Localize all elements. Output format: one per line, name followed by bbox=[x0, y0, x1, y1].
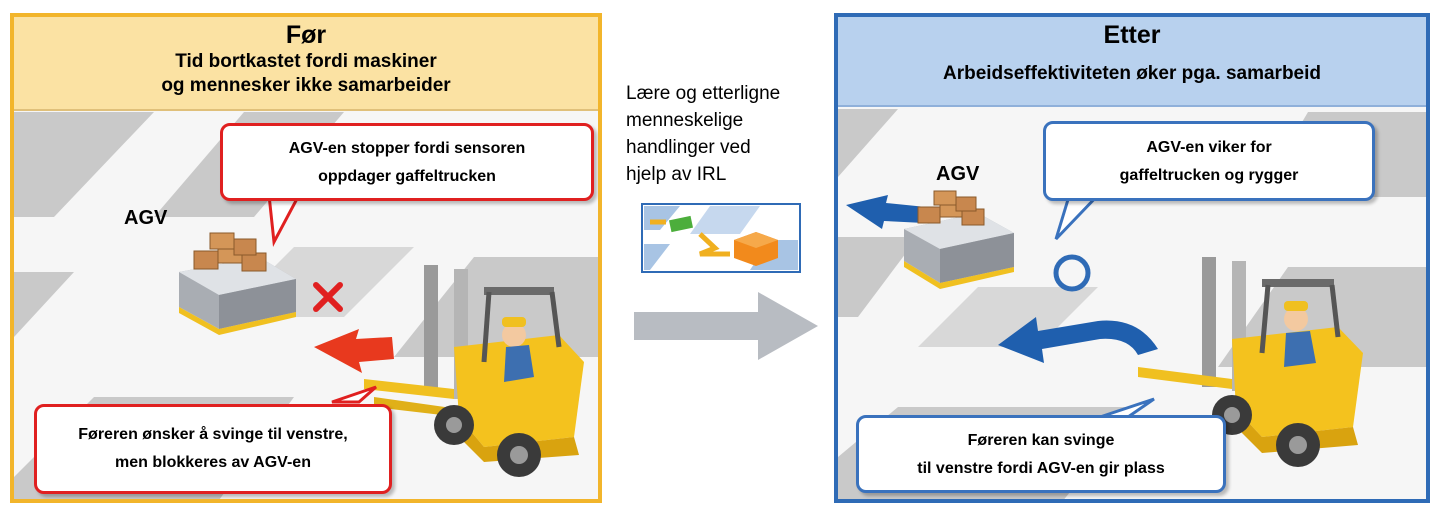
after-title: Etter bbox=[1103, 21, 1161, 49]
after-yield-bubble: AGV-en viker for gaffeltrucken og rygger bbox=[1043, 121, 1375, 201]
before-bubble-bottom-line1: Føreren ønsker å svinge til venstre, bbox=[78, 426, 348, 443]
agv-vehicle bbox=[179, 232, 296, 335]
before-title: Før bbox=[285, 21, 327, 49]
irl-text-line2: menneskelige bbox=[626, 110, 744, 131]
irl-text-line1: Lære og etterligne bbox=[626, 83, 781, 104]
forklift-turn-arrow bbox=[998, 317, 1158, 363]
after-bubble-bottom-line1: Føreren kan svinge bbox=[967, 432, 1115, 449]
after-bubble-top-line1: AGV-en viker for bbox=[1146, 139, 1272, 156]
irl-text-line3: handlinger ved bbox=[626, 137, 751, 158]
forklift bbox=[364, 265, 584, 477]
red-direction-arrow bbox=[314, 329, 394, 373]
agv-vehicle-after bbox=[904, 190, 1014, 289]
before-header: Før Tid bortkastet fordi maskiner og men… bbox=[14, 17, 598, 111]
after-bubble-top-line2: gaffeltrucken og rygger bbox=[1119, 167, 1299, 184]
irl-description: Lære og etterligne menneskelige handling… bbox=[626, 80, 826, 188]
after-bubble-bottom-line2: til venstre fordi AGV-en gir plass bbox=[917, 460, 1165, 477]
before-bubble-bottom-line2: men blokkeres av AGV-en bbox=[115, 454, 311, 471]
before-bubble-top-line1: AGV-en stopper fordi sensoren bbox=[288, 140, 526, 157]
before-subtitle-line2: og mennesker ikke samarbeider bbox=[161, 75, 451, 96]
agv-reverse-arrow bbox=[846, 195, 926, 229]
ok-circle-icon bbox=[1053, 254, 1091, 292]
before-agv-label: AGV bbox=[124, 207, 168, 229]
before-subtitle-line1: Tid bortkastet fordi maskiner bbox=[175, 51, 437, 72]
after-panel: Etter Arbeidseffektiviteten øker pga. sa… bbox=[834, 13, 1430, 503]
after-subtitle: Arbeidseffektiviteten øker pga. samarbei… bbox=[942, 63, 1321, 84]
blocked-x-icon bbox=[313, 282, 343, 312]
after-driver-bubble: Føreren kan svinge til venstre fordi AGV… bbox=[856, 415, 1226, 493]
forklift-after bbox=[1138, 257, 1363, 467]
transition-arrow bbox=[634, 292, 818, 360]
before-driver-bubble: Føreren ønsker å svinge til venstre, men… bbox=[34, 404, 392, 494]
before-panel: Før Tid bortkastet fordi maskiner og men… bbox=[10, 13, 602, 503]
irl-illustration bbox=[634, 203, 818, 360]
after-agv-label: AGV bbox=[936, 163, 980, 185]
after-header: Etter Arbeidseffektiviteten øker pga. sa… bbox=[838, 17, 1426, 107]
irl-text-line4: hjelp av IRL bbox=[626, 164, 727, 185]
before-bubble-top-line2: oppdager gaffeltrucken bbox=[318, 168, 496, 185]
before-sensor-bubble: AGV-en stopper fordi sensoren oppdager g… bbox=[220, 123, 594, 201]
irl-map-icon bbox=[641, 203, 801, 273]
